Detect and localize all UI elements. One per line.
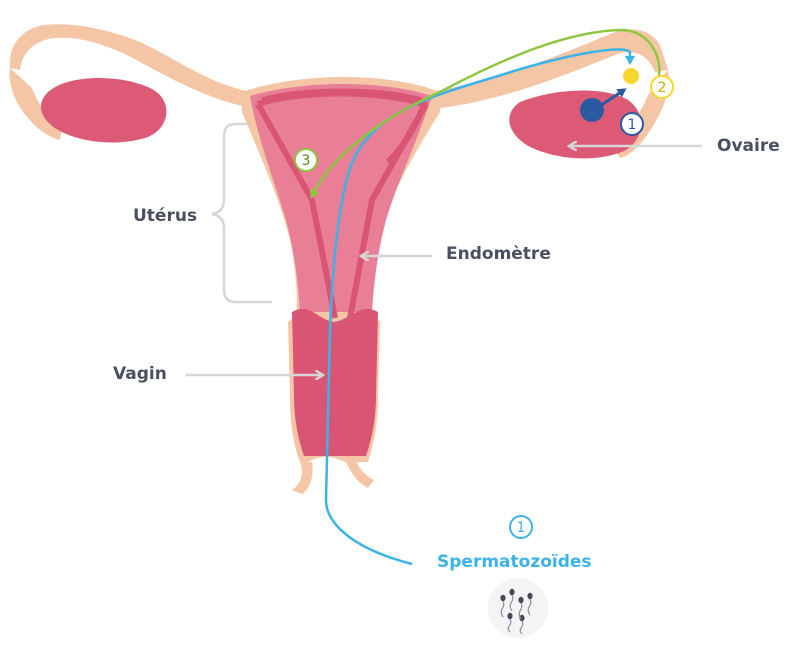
step-marker-2-label: 2 (658, 80, 667, 96)
step-marker-2: 2 (651, 76, 673, 98)
sperm-step-marker-label: 1 (517, 520, 526, 536)
ovary-label: Ovaire (717, 136, 780, 156)
step-marker-1: 1 (621, 113, 643, 135)
sperm-label: Spermatozoïdes (437, 552, 592, 572)
step-marker-3: 3 (295, 149, 317, 171)
vagina (292, 309, 378, 494)
endometrium-label: Endomètre (446, 244, 551, 264)
vagina-label: Vagin (113, 364, 167, 384)
sperm-cells-icon (488, 578, 548, 638)
fertilization-point (623, 68, 639, 84)
sperm-step-marker: 1 (510, 516, 532, 538)
step-marker-1-label: 1 (628, 117, 637, 133)
uterus-label: Utérus (133, 206, 197, 226)
ovum (580, 98, 604, 122)
step-marker-3-label: 3 (302, 153, 311, 169)
